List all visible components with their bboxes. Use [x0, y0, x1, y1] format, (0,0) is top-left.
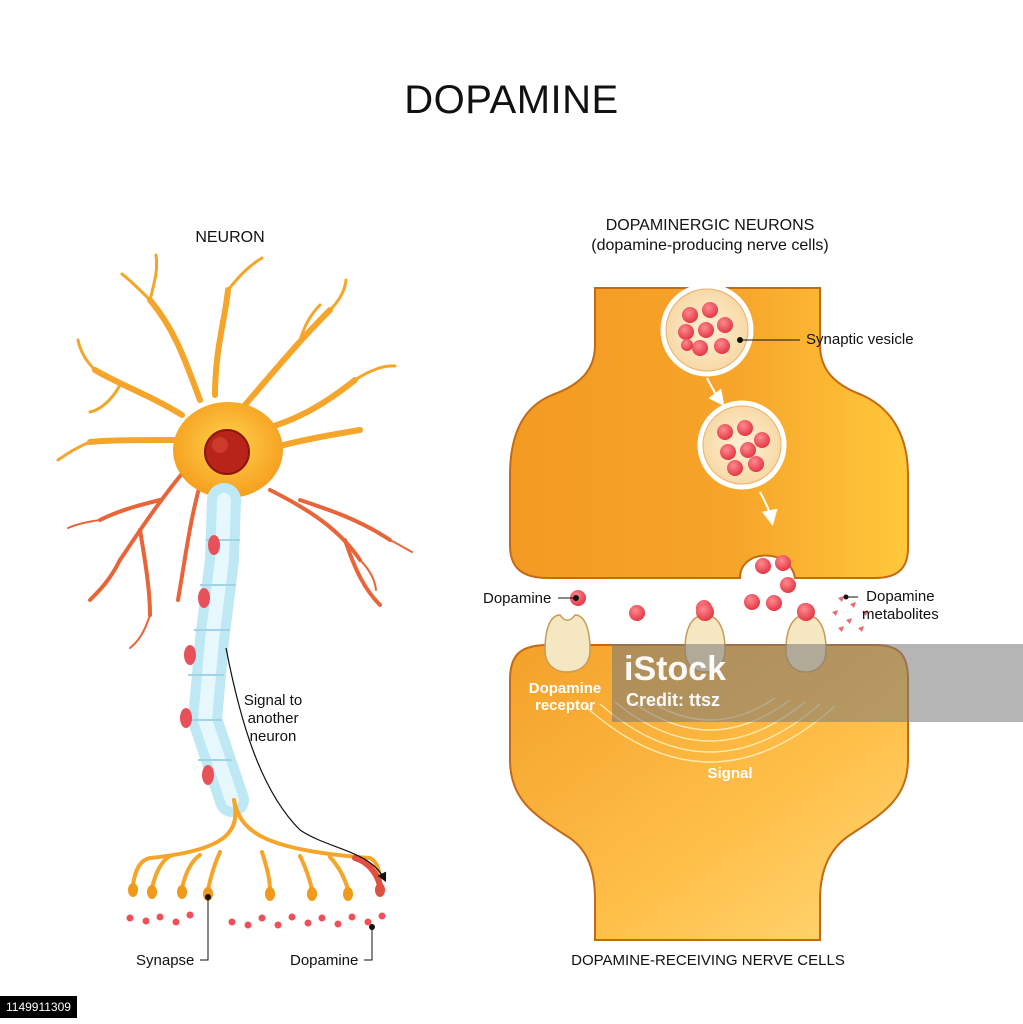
dopamine-receptor-label: Dopamine receptor	[528, 680, 602, 714]
receiving-cells-footer: DOPAMINE-RECEIVING NERVE CELLS	[571, 952, 845, 969]
synaptic-vesicle-label: Synaptic vesicle	[806, 331, 914, 348]
neuron-header: NEURON	[195, 229, 265, 246]
vesicle-dopamine-dots	[678, 302, 770, 476]
page-title: DOPAMINE	[404, 78, 619, 122]
dopamine-label-left: Dopamine	[290, 952, 359, 969]
neuron-axon	[180, 483, 249, 817]
dopamine-metabolites	[832, 596, 868, 632]
dopamine-metabolites-label: Dopamine metabolites	[862, 588, 939, 623]
watermark-banner	[612, 644, 1023, 722]
watermark-logo: iStock	[624, 650, 727, 688]
signal-label-right: Signal	[707, 765, 753, 782]
dopaminergic-header-line2: (dopamine-producing nerve cells)	[591, 237, 829, 254]
synapse-label: Synapse	[136, 952, 195, 969]
neuron-axon-terminals	[131, 798, 382, 892]
released-dopamine-dots-left	[126, 911, 386, 929]
axon-terminal-bulbs	[128, 883, 353, 901]
dopaminergic-header-line1: DOPAMINERGIC NEURONS	[605, 217, 815, 234]
signal-arrow	[225, 647, 387, 883]
watermark-credit: Credit: ttsz	[626, 690, 720, 710]
released-dopamine-cleft	[570, 555, 813, 621]
neuron-nucleus	[204, 429, 250, 475]
dopaminergic-header: DOPAMINERGIC NEURONS (dopamine-producing…	[560, 216, 860, 256]
stock-id-badge: 1149911309	[0, 996, 77, 1018]
dopamine-label-right: Dopamine	[483, 590, 552, 607]
signal-to-neuron-label: Signal to another neuron	[243, 692, 303, 745]
